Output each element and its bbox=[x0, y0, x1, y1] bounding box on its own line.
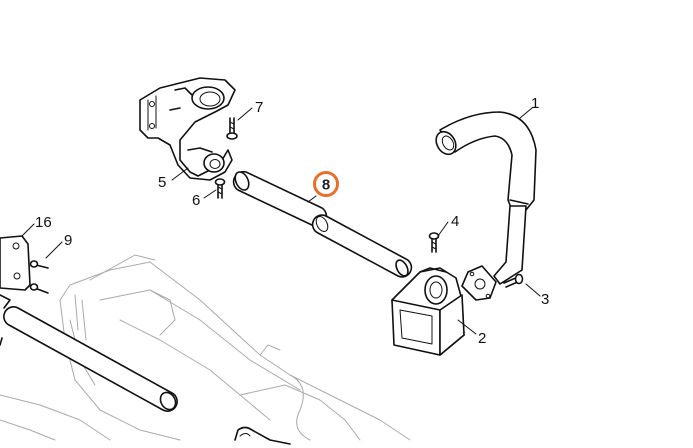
screw-9b bbox=[29, 283, 49, 294]
callout-3[interactable]: 3 bbox=[541, 291, 549, 308]
callout-8[interactable]: 8 bbox=[322, 177, 330, 194]
callout-4[interactable]: 4 bbox=[451, 213, 459, 230]
leader-lines bbox=[21, 107, 541, 335]
highlight-circle bbox=[313, 171, 339, 197]
housing-background bbox=[0, 254, 411, 441]
callout-7[interactable]: 7 bbox=[255, 99, 263, 116]
bottom-fitting bbox=[234, 426, 291, 445]
callout-6[interactable]: 6 bbox=[192, 192, 200, 209]
hose-elbow-1 bbox=[435, 111, 537, 285]
screw-9a bbox=[29, 260, 49, 269]
flange-gasket bbox=[461, 265, 497, 301]
screw-7 bbox=[226, 117, 238, 140]
screw-6 bbox=[214, 178, 226, 199]
screw-4 bbox=[428, 232, 440, 253]
callout-2[interactable]: 2 bbox=[478, 330, 486, 347]
callout-16[interactable]: 16 bbox=[35, 214, 52, 231]
screw-3 bbox=[503, 273, 524, 288]
tube-lower-left bbox=[0, 306, 178, 412]
bracket-5 bbox=[139, 77, 236, 181]
plate-16 bbox=[0, 235, 31, 309]
tube-8 bbox=[232, 170, 413, 278]
mount-block-2 bbox=[391, 267, 465, 356]
callout-1[interactable]: 1 bbox=[531, 95, 539, 112]
callout-5[interactable]: 5 bbox=[158, 174, 166, 191]
callout-9[interactable]: 9 bbox=[64, 232, 72, 249]
callout-8-highlight[interactable]: 8 bbox=[313, 171, 339, 197]
